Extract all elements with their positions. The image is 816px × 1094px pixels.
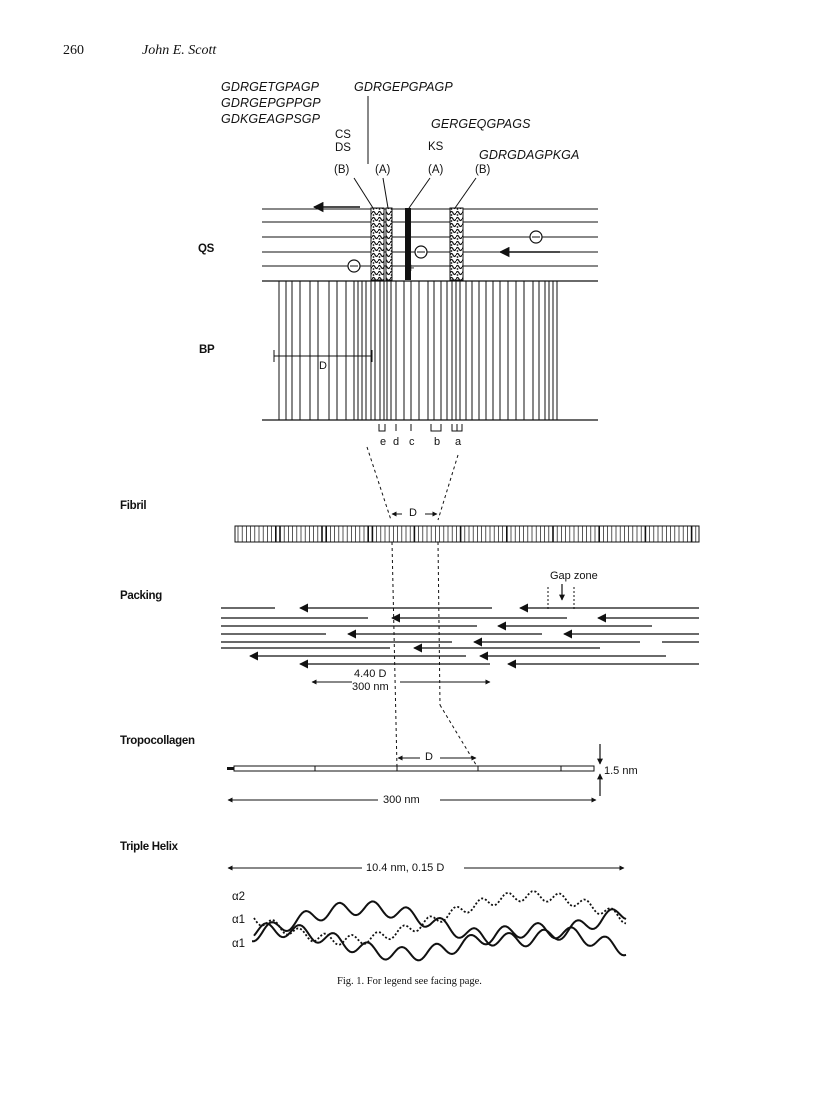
connector-line — [408, 177, 431, 209]
helix-pitch-label: 10.4 nm, 0.15 D — [366, 862, 445, 874]
ks-band — [405, 208, 411, 280]
d-period-label: D — [409, 507, 417, 519]
svg-text:+: + — [407, 260, 415, 275]
chain-label: α1 — [232, 938, 246, 950]
chain-label: α2 — [232, 891, 246, 903]
qs-label: QS — [198, 243, 215, 255]
figure-caption: Fig. 1. For legend see facing page. — [337, 976, 482, 987]
chain-label: α1 — [232, 914, 246, 926]
cs-label: CS — [335, 129, 351, 141]
sequence-label: GDRGEPGPAGP — [354, 80, 453, 94]
triple-helix-label: Triple Helix — [120, 841, 178, 853]
tropocollagen-rod — [233, 765, 595, 772]
page-number: 260 — [63, 43, 84, 58]
band-letter: c — [409, 436, 415, 448]
packing-molecules — [221, 603, 699, 669]
ds-label: DS — [335, 142, 351, 154]
alpha1-chain — [253, 921, 627, 962]
fibril-striations — [237, 526, 697, 542]
ks-label: KS — [428, 141, 444, 153]
sequence-label: GDRGEPGPPGP — [221, 96, 321, 110]
alpha2-chain — [253, 890, 627, 946]
packing-length-label: 4.40 D — [354, 668, 387, 680]
diameter-label: 1.5 nm — [604, 765, 638, 777]
band-letter: b — [434, 436, 441, 448]
band-marker: (A) — [428, 164, 444, 176]
band-letter: e — [380, 436, 387, 448]
bp-label: BP — [199, 344, 215, 356]
tropocollagen-length-label: 300 nm — [383, 794, 420, 806]
band-marker: (A) — [375, 164, 391, 176]
fibril-strip — [234, 525, 700, 543]
qs-lines — [262, 208, 598, 267]
band-marker: (B) — [475, 164, 491, 176]
fibril-label: Fibril — [120, 500, 147, 512]
band-marker: (B) — [334, 164, 350, 176]
connector-line — [353, 177, 374, 209]
tropocollagen-label: Tropocollagen — [120, 735, 195, 747]
gag-band — [449, 207, 464, 281]
sequence-label: GDRGDAGPKGA — [479, 148, 580, 162]
sequence-label: GERGEQGPAGS — [431, 117, 531, 131]
packing-label: Packing — [120, 590, 163, 602]
d-period-label: D — [425, 751, 433, 763]
banding-pattern — [278, 281, 558, 420]
alpha1-chain — [252, 900, 627, 948]
band-letter: a — [455, 436, 462, 448]
d-period-label: D — [319, 360, 327, 372]
gap-zone-label: Gap zone — [550, 570, 598, 582]
gag-band — [370, 207, 385, 281]
running-head-author: John E. Scott — [142, 43, 217, 58]
packing-length-label: 300 nm — [352, 681, 389, 693]
band-letter: d — [393, 436, 400, 448]
sequence-label: GDKGEAGPSGP — [221, 112, 321, 126]
connector-line — [454, 177, 477, 209]
gag-band — [385, 207, 393, 281]
sequence-label: GDRGETGPAGP — [221, 80, 320, 94]
connector-line — [382, 177, 389, 209]
